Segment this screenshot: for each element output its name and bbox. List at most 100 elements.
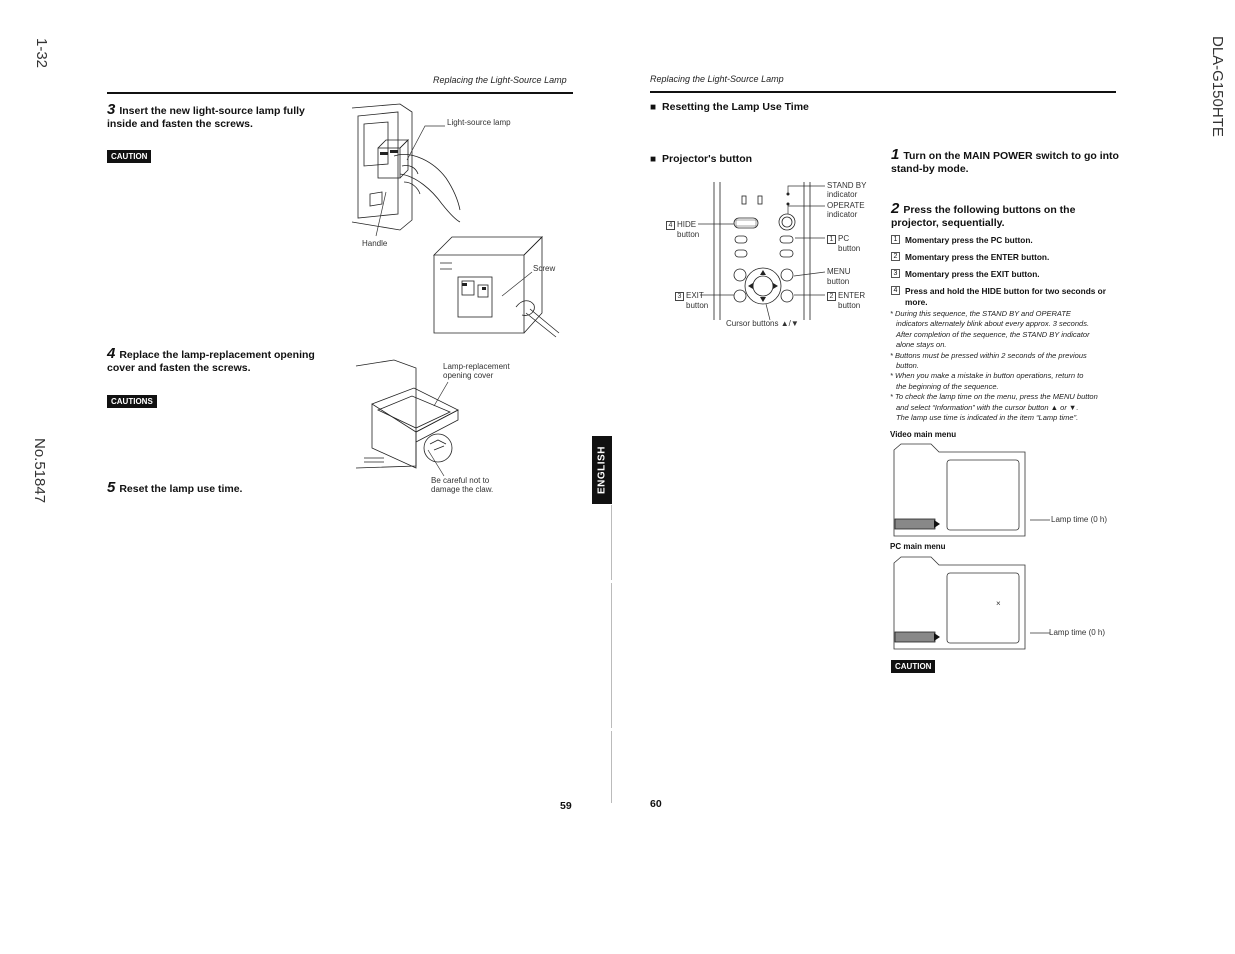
- label-menu-line1: MENU: [827, 267, 851, 276]
- leader-claw: [427, 449, 445, 477]
- note-line: the beginning of the sequence.: [896, 381, 999, 391]
- sequence-item-2-number: 2: [891, 252, 900, 261]
- step-1-number: 1: [891, 146, 900, 163]
- note-line: alone stays on.: [896, 340, 947, 350]
- video-lamp-leader: [1030, 519, 1050, 521]
- leader-handle: [375, 191, 387, 237]
- projector-button-panel: [713, 182, 811, 320]
- label-cover-line2: opening cover: [443, 371, 494, 380]
- label-light-source-lamp: Light-source lamp: [447, 118, 511, 127]
- note-line: * To check the lamp time on the menu, pr…: [890, 392, 1098, 402]
- left-page-number: 59: [560, 800, 572, 812]
- pc-step-number: 1: [827, 235, 836, 244]
- doc-number: No.51847: [31, 438, 48, 504]
- caution-badge-right: CAUTION: [891, 660, 936, 673]
- screw-illustration: [433, 236, 560, 338]
- sequence-item-3: 3 Momentary press the EXIT button.: [891, 269, 1116, 280]
- exit-label: EXIT: [686, 291, 704, 300]
- enter-label: ENTER: [838, 291, 866, 300]
- step-2-text: Press the following buttons on the proje…: [891, 204, 1076, 229]
- label-claw-line2: damage the claw.: [431, 485, 494, 494]
- step-1-text: Turn on the MAIN POWER switch to go into…: [891, 150, 1119, 175]
- right-page-number: 60: [650, 798, 662, 810]
- video-lamp-time-label: Lamp time (0 h): [1051, 515, 1108, 524]
- tab-divider-2: [611, 583, 612, 728]
- section-title: Resetting the Lamp Use Time: [650, 101, 809, 113]
- label-operate-line1: OPERATE: [827, 201, 865, 210]
- pc-label: PC: [838, 234, 850, 243]
- step-5-number: 5: [107, 479, 116, 496]
- pc-menu-mark: ×: [996, 599, 1001, 608]
- label-standby-line1: STAND BY: [827, 181, 867, 190]
- cautions-badge-step4: CAUTIONS: [107, 395, 157, 408]
- step-3-number: 3: [107, 101, 116, 118]
- sequence-item-1: 1 Momentary press the PC button.: [891, 235, 1116, 246]
- step-2-number: 2: [891, 200, 900, 217]
- step-4-text: Replace the lamp-replacement opening cov…: [107, 349, 315, 374]
- sequence-item-4-text: Press and hold the HIDE button for two s…: [905, 286, 1106, 307]
- exit-step-number: 3: [675, 292, 684, 301]
- sequence-item-3-number: 3: [891, 269, 900, 278]
- label-claw-line1: Be careful not to: [431, 476, 490, 485]
- enter-step-number: 2: [827, 292, 836, 301]
- label-enter-line2: button: [838, 301, 861, 310]
- note-line: indicators alternately blink about every…: [896, 319, 1090, 329]
- sequence-item-4-number: 4: [891, 286, 900, 295]
- hide-step-number: 4: [666, 221, 675, 230]
- note-line: After completion of the sequence, the ST…: [896, 329, 1090, 339]
- english-tab-label: ENGLISH: [596, 446, 608, 494]
- label-handle: Handle: [362, 239, 388, 248]
- label-cover-line1: Lamp-replacement: [443, 362, 510, 371]
- note-line: * Buttons must be pressed within 2 secon…: [890, 350, 1087, 360]
- pc-lamp-leader: [1030, 632, 1050, 634]
- label-menu-line2: button: [827, 277, 850, 286]
- label-pc-line2: button: [838, 244, 861, 253]
- step-3-text: Insert the new light-source lamp fully i…: [107, 105, 305, 130]
- projector-buttons-title: Projector's button: [650, 153, 752, 165]
- cover-illustration: [355, 359, 459, 469]
- sequence-item-3-text: Momentary press the EXIT button.: [905, 269, 1040, 279]
- sequence-item-1-text: Momentary press the PC button.: [905, 235, 1033, 245]
- note-line: button.: [896, 361, 919, 371]
- model-name: DLA-G150HTE: [1209, 36, 1226, 137]
- label-exit-line2: button: [686, 301, 709, 310]
- pc-menu-title: PC main menu: [890, 542, 946, 551]
- sequence-item-2-text: Momentary press the ENTER button.: [905, 252, 1050, 262]
- sequence-item-2: 2 Momentary press the ENTER button.: [891, 252, 1116, 263]
- right-page-header: Replacing the Light-Source Lamp: [650, 74, 784, 84]
- left-header-rule: [107, 92, 573, 94]
- note-line: * During this sequence, the STAND BY and…: [890, 309, 1071, 318]
- label-operate-line2: indicator: [827, 210, 858, 219]
- left-page-ref: 1-32: [33, 38, 50, 69]
- caution-badge-step3: CAUTION: [107, 150, 152, 163]
- tab-divider-3: [611, 731, 612, 803]
- label-screw: Screw: [533, 264, 556, 273]
- video-menu-title: Video main menu: [890, 430, 957, 439]
- step-5-text: Reset the lamp use time.: [119, 483, 243, 495]
- note-line: and select “Information” with the cursor…: [896, 402, 1079, 412]
- leader-light-source-lamp: [406, 125, 445, 161]
- video-main-menu-diagram: [893, 443, 1026, 537]
- sequence-item-1-number: 1: [891, 235, 900, 244]
- note-line: The lamp use time is indicated in the it…: [896, 413, 1079, 423]
- english-tab: ENGLISH: [592, 436, 612, 504]
- pc-main-menu-diagram: [893, 556, 1026, 650]
- sequence-item-4: 4 Press and hold the HIDE button for two …: [891, 286, 1116, 308]
- leader-screw: [501, 271, 533, 297]
- tab-divider-1: [611, 505, 612, 580]
- left-page-header: Replacing the Light-Source Lamp: [433, 75, 567, 85]
- leader-cover: [433, 381, 449, 407]
- right-header-rule: [650, 91, 1116, 93]
- step-4-number: 4: [107, 345, 116, 362]
- hide-label: HIDE: [677, 220, 697, 229]
- label-cursor-buttons: Cursor buttons ▲/▼: [726, 319, 799, 328]
- note-line: * When you make a mistake in button oper…: [890, 371, 1084, 381]
